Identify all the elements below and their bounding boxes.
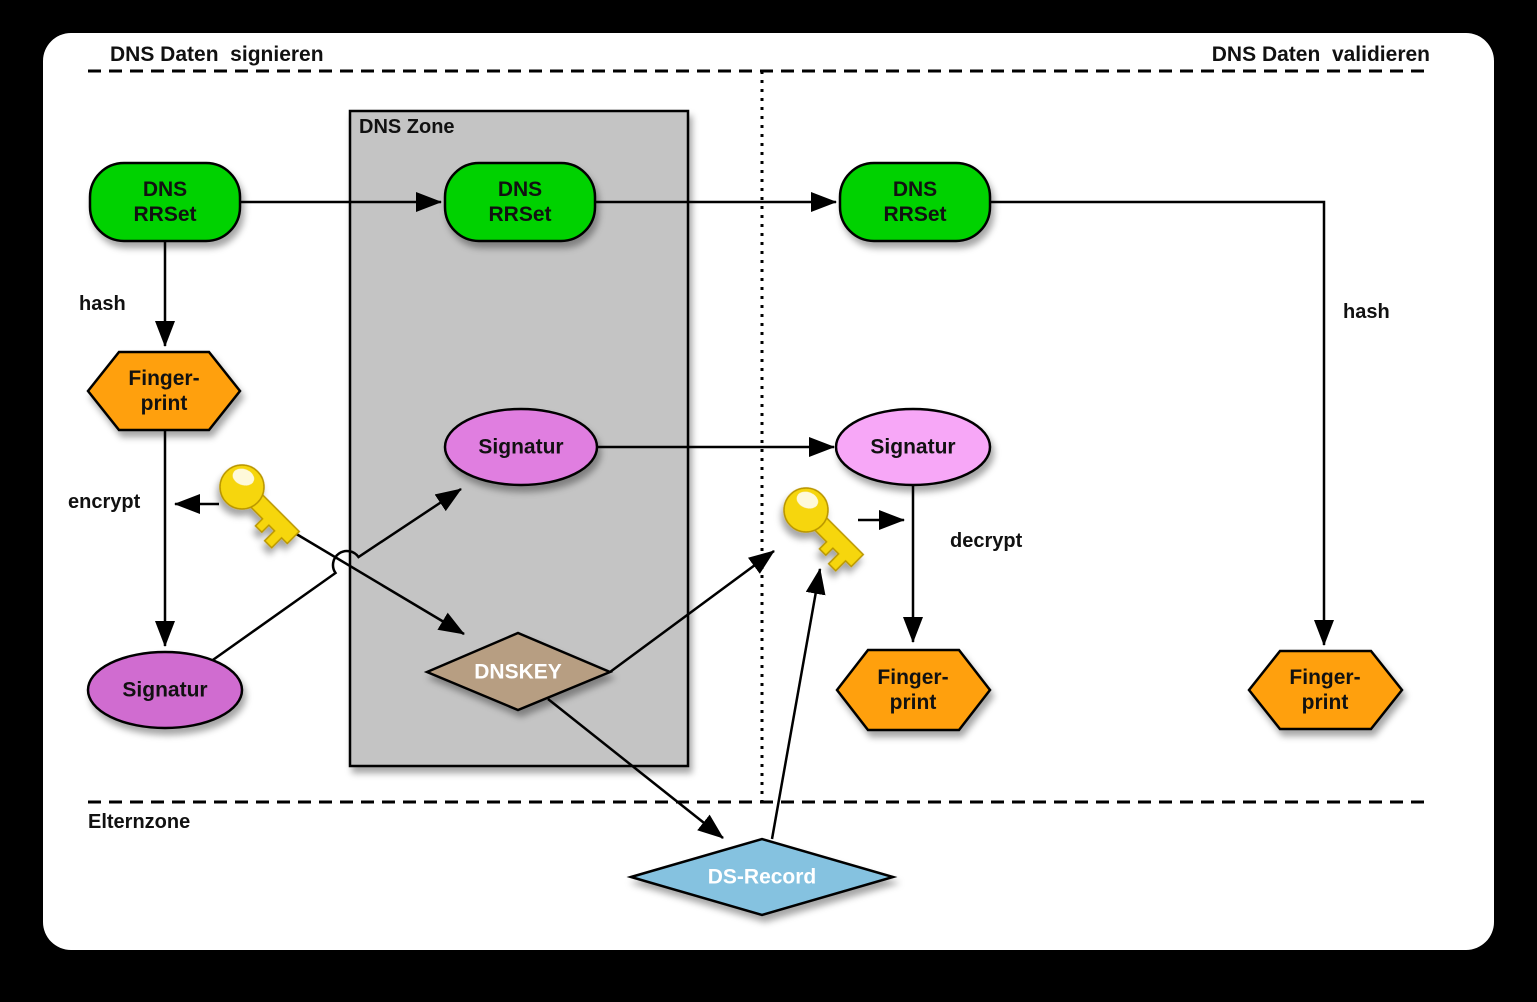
key-private-icon	[219, 464, 301, 549]
edge-dnskey-to-ds-record	[547, 698, 724, 839]
parent-zone-label: Elternzone	[88, 811, 191, 833]
key-public-icon	[783, 487, 865, 572]
dnskey-node	[423, 631, 614, 712]
signatur-signing-node	[86, 650, 244, 730]
decrypt-label: decrypt	[950, 530, 1023, 552]
fingerprint-hash-label: Finger- print	[1289, 665, 1361, 714]
hash-label-signing: hash	[79, 293, 126, 315]
signatur-validation-node	[834, 407, 992, 487]
edge-dnskey-to-key-public	[609, 549, 775, 674]
fingerprint-signing-node	[86, 350, 242, 432]
rrset-zone-label: DNS RRSet	[488, 177, 552, 226]
rrset-validation-label: DNS RRSet	[883, 177, 947, 226]
ds-record-node	[626, 837, 898, 917]
fingerprint-hash-node	[1247, 649, 1404, 731]
diagram-panel: DNS Daten signieren DNS Daten validieren…	[43, 33, 1494, 950]
rrset-validation-node	[838, 161, 992, 243]
fingerprint-validation-node	[835, 648, 992, 732]
edge-ds-record-to-key-public	[770, 568, 826, 840]
edge-rrset-validation-hash-to-fingerprint	[990, 200, 1334, 646]
ds-record-label: DS-Record	[707, 865, 817, 889]
signatur-zone-label: Signatur	[478, 435, 564, 459]
edge-signatur-signing-to-signatur-zone	[209, 487, 462, 664]
dns-zone-label: DNS Zone	[359, 116, 455, 138]
rrset-zone-node	[443, 161, 597, 243]
encrypt-label: encrypt	[68, 491, 141, 513]
signatur-zone-node	[443, 407, 599, 487]
edge-key-private-to-dnskey	[292, 530, 465, 636]
rrset-signing-node	[88, 161, 242, 243]
fingerprint-validation-label: Finger- print	[877, 665, 949, 714]
rrset-signing-label: DNS RRSet	[133, 177, 197, 226]
signatur-validation-label: Signatur	[870, 435, 956, 459]
header-validation: DNS Daten validieren	[1211, 43, 1430, 66]
hash-label-validation: hash	[1343, 301, 1390, 323]
dnskey-label: DNSKEY	[474, 660, 562, 684]
header-signing: DNS Daten signieren	[110, 43, 324, 66]
fingerprint-signing-label: Finger- print	[128, 366, 200, 415]
dnssec-diagram	[86, 69, 1430, 917]
signatur-signing-label: Signatur	[122, 678, 208, 702]
